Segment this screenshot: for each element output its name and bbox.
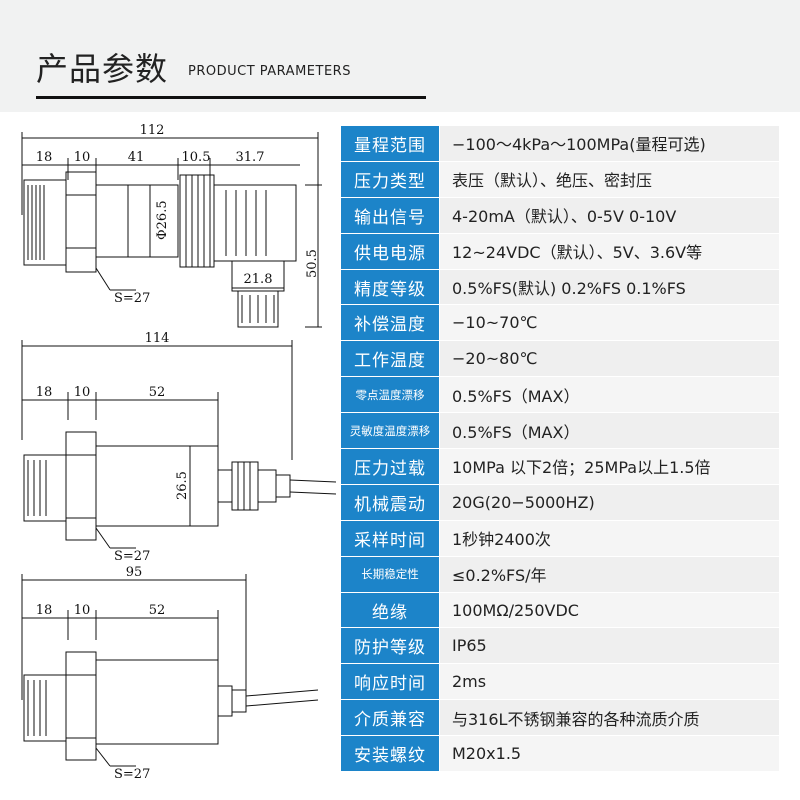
- dim-bot-hex: S=27: [114, 767, 150, 782]
- param-label: 精度等级: [341, 269, 440, 305]
- param-value: 1秒钟2400次: [440, 520, 779, 556]
- dim-top-connector: 21.8: [244, 272, 273, 287]
- drawing-middle: [21, 340, 336, 549]
- dim-top-d4: 10.5: [182, 150, 211, 165]
- dim-bot-d3: 52: [149, 603, 166, 618]
- param-value: 0.5%FS（MAX）: [440, 377, 779, 413]
- table-row: 介质兼容与316L不锈钢兼容的各种流质介质: [341, 700, 779, 737]
- dim-top-overall: 112: [140, 123, 165, 138]
- dim-mid-d2: 10: [74, 385, 91, 400]
- param-value: 4-20mA（默认）、0-5V 0-10V: [440, 197, 779, 233]
- dim-mid-overall: 114: [145, 331, 170, 346]
- param-label: 介质兼容: [341, 700, 440, 736]
- param-value: M20x1.5: [440, 736, 779, 772]
- param-label: 压力过载: [341, 449, 440, 484]
- table-row: 长期稳定性≤0.2%FS/年: [341, 556, 779, 593]
- param-label: 安装螺纹: [341, 736, 440, 772]
- page-subtitle: PRODUCT PARAMETERS: [188, 64, 351, 79]
- param-value: 10MPa 以下2倍；25MPa以上1.5倍: [440, 449, 779, 484]
- param-label: 量程范围: [341, 126, 440, 161]
- param-label: 零点温度漂移: [341, 377, 440, 413]
- dim-mid-d3: 52: [149, 385, 166, 400]
- param-label: 工作温度: [341, 341, 440, 377]
- param-label: 供电电源: [341, 233, 440, 269]
- header-divider: [36, 96, 426, 99]
- param-label: 压力类型: [341, 161, 440, 197]
- table-row: 压力类型表压（默认）、绝压、密封压: [341, 161, 779, 198]
- param-label: 长期稳定性: [341, 556, 440, 592]
- param-label: 补偿温度: [341, 305, 440, 341]
- table-row: 工作温度−20~80℃: [341, 341, 779, 378]
- param-value: −20~80℃: [440, 341, 779, 377]
- param-label: 绝缘: [341, 592, 440, 628]
- table-row: 补偿温度−10~70℃: [341, 305, 779, 342]
- dim-top-height: 50.5: [305, 249, 320, 278]
- param-value: 表压（默认）、绝压、密封压: [440, 161, 779, 197]
- dim-mid-diameter: 26.5: [175, 471, 190, 500]
- dim-mid-hex: S=27: [114, 549, 150, 564]
- param-value: 0.5%FS（MAX）: [440, 413, 779, 449]
- param-value: −100～4kPa～100MPa(量程可选): [440, 126, 779, 161]
- param-label: 输出信号: [341, 197, 440, 233]
- drawing-top: [21, 132, 322, 328]
- param-label: 防护等级: [341, 628, 440, 664]
- table-row: 量程范围−100～4kPa～100MPa(量程可选): [341, 126, 779, 162]
- param-value: 20G(20−5000HZ): [440, 484, 779, 520]
- param-label: 响应时间: [341, 664, 440, 700]
- param-value: IP65: [440, 628, 779, 664]
- dim-bot-d2: 10: [74, 603, 91, 618]
- param-value: 100MΩ/250VDC: [440, 592, 779, 628]
- dim-top-hex: S=27: [114, 291, 150, 306]
- dim-bot-d1: 18: [36, 603, 53, 618]
- dim-mid-d1: 18: [36, 385, 53, 400]
- param-value: 12~24VDC（默认）、5V、3.6V等: [440, 233, 779, 269]
- parameter-table: 量程范围−100～4kPa～100MPa(量程可选)压力类型表压（默认）、绝压、…: [341, 126, 779, 773]
- param-value: 2ms: [440, 664, 779, 700]
- param-label: 采样时间: [341, 520, 440, 556]
- param-value: ≤0.2%FS/年: [440, 556, 779, 592]
- param-value: −10~70℃: [440, 305, 779, 341]
- technical-drawing: 112 18 10 41 10.5 31.7 Φ26.5 50.5 21.8 S…: [21, 123, 336, 782]
- param-value: 与316L不锈钢兼容的各种流质介质: [440, 700, 779, 736]
- dimension-drawings: 112 18 10 41 10.5 31.7 Φ26.5 50.5 21.8 S…: [0, 112, 336, 800]
- dim-top-d3: 41: [128, 150, 145, 165]
- drawing-bottom: [21, 574, 319, 767]
- param-label: 机械震动: [341, 484, 440, 520]
- dim-top-d1: 18: [36, 150, 53, 165]
- dim-bot-overall: 95: [126, 565, 143, 580]
- dim-top-d5: 31.7: [236, 150, 265, 165]
- page-title: 产品参数: [36, 50, 169, 88]
- param-value: 0.5%FS(默认) 0.2%FS 0.1%FS: [440, 269, 779, 305]
- param-label: 灵敏度温度漂移: [341, 413, 440, 449]
- dim-top-d2: 10: [74, 150, 91, 165]
- dim-top-diameter: Φ26.5: [155, 200, 170, 240]
